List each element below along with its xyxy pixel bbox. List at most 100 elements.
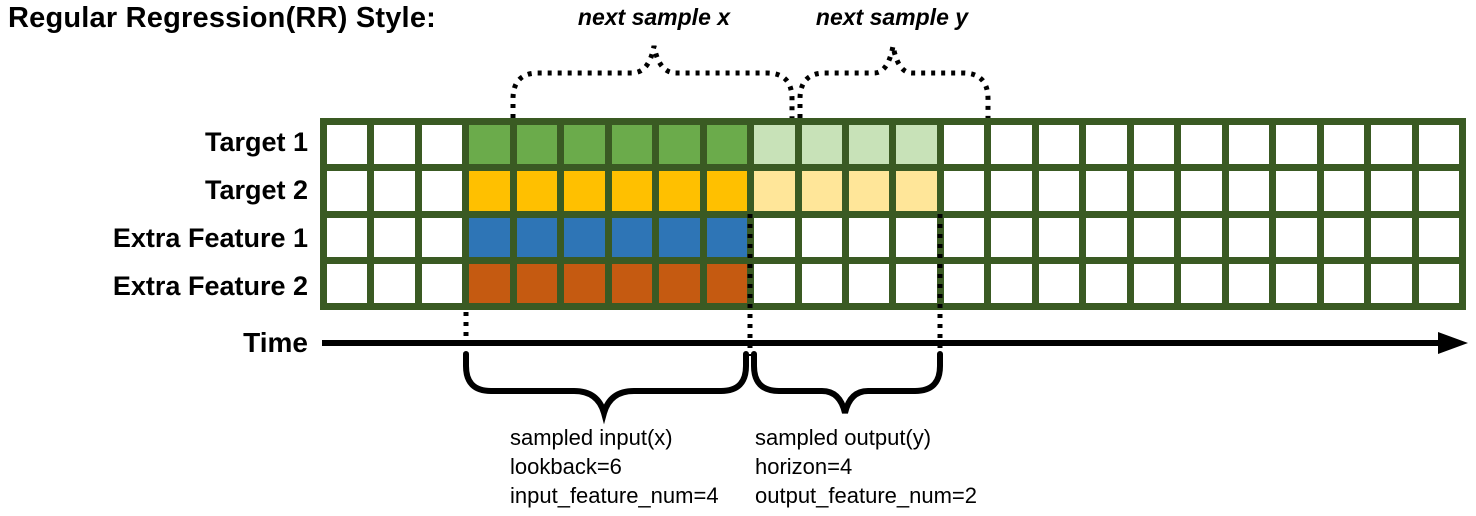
grid-cell-r0-c21-empty	[1323, 125, 1365, 165]
grid-cell-r2-c11-empty	[849, 217, 890, 257]
next-sample-x-label: next sample x	[577, 4, 731, 30]
grid-cell-r1-c0-empty	[327, 171, 368, 211]
grid-cell-r3-c17-empty	[1133, 263, 1175, 303]
grid-cell-r0-c2-empty	[421, 125, 463, 165]
row-label-target-2: Target 2	[204, 174, 308, 205]
lookback-value: lookback=6	[510, 454, 622, 479]
grid-cell-r3-c9-empty	[754, 263, 795, 303]
grid-cell-r1-c23-empty	[1418, 171, 1459, 211]
grid-cell-r1-c20-empty	[1276, 171, 1317, 211]
sampled-input-annotation: sampled input(x) lookback=6 input_featur…	[510, 423, 719, 510]
grid-cell-r3-c20-empty	[1276, 263, 1317, 303]
grid-cell-r0-c3-input	[469, 125, 510, 165]
output-feature-num-value: output_feature_num=2	[755, 483, 978, 508]
grid-cell-r3-c21-empty	[1323, 263, 1365, 303]
grid-cell-r0-c14-empty	[991, 125, 1032, 165]
grid-cell-r3-c1-empty	[374, 263, 415, 303]
grid-cell-r0-c7-input	[659, 125, 700, 165]
grid-cell-r3-c7-input	[659, 263, 700, 303]
grid-cell-r1-c5-input	[564, 171, 605, 211]
sampled-output-brace	[751, 351, 943, 414]
grid-cell-r0-c18-empty	[1181, 125, 1222, 165]
grid-cell-r3-c23-empty	[1418, 263, 1459, 303]
grid-cell-r2-c16-empty	[1086, 217, 1127, 257]
grid-cell-r2-c13-empty	[943, 217, 985, 257]
grid-cell-r2-c17-empty	[1133, 217, 1175, 257]
grid-cell-r2-c23-empty	[1418, 217, 1459, 257]
grid-cell-r1-c10-output	[801, 171, 843, 211]
grid-cell-r0-c16-empty	[1086, 125, 1127, 165]
grid-cell-r3-c10-empty	[801, 263, 843, 303]
grid-cell-r1-c15-empty	[1038, 171, 1080, 211]
grid-cell-r2-c15-empty	[1038, 217, 1080, 257]
grid-cell-r2-c9-empty	[754, 217, 795, 257]
grid-cell-r2-c2-empty	[421, 217, 463, 257]
grid-cell-r0-c9-output	[754, 125, 795, 165]
grid-cell-r3-c13-empty	[943, 263, 985, 303]
grid-cell-r0-c1-empty	[374, 125, 415, 165]
grid-cell-r2-c20-empty	[1276, 217, 1317, 257]
grid-cell-r1-c4-input	[516, 171, 558, 211]
grid-cell-r2-c18-empty	[1181, 217, 1222, 257]
horizon-value: horizon=4	[755, 454, 853, 479]
grid-cell-r2-c8-input	[706, 217, 748, 257]
grid-cell-r3-c2-empty	[421, 263, 463, 303]
grid-cell-r2-c5-input	[564, 217, 605, 257]
grid-cell-r1-c14-empty	[991, 171, 1032, 211]
grid-cell-r0-c13-empty	[943, 125, 985, 165]
grid-cell-r3-c11-empty	[849, 263, 890, 303]
grid-cell-r1-c13-empty	[943, 171, 985, 211]
grid-cell-r0-c12-output	[896, 125, 937, 165]
diagram-title: Regular Regression(RR) Style:	[8, 2, 436, 34]
grid-cell-r0-c4-input	[516, 125, 558, 165]
grid-cell-r1-c18-empty	[1181, 171, 1222, 211]
grid-cell-r0-c19-empty	[1228, 125, 1270, 165]
next-sample-y-label: next sample y	[815, 4, 969, 30]
grid-cell-r1-c1-empty	[374, 171, 415, 211]
grid-cell-r2-c1-empty	[374, 217, 415, 257]
grid-cell-r0-c10-output	[801, 125, 843, 165]
grid-cell-r1-c6-input	[611, 171, 653, 211]
time-axis-arrowhead	[1438, 332, 1468, 354]
grid-cell-r1-c12-output	[896, 171, 937, 211]
grid-cell-r2-c22-empty	[1371, 217, 1412, 257]
grid-cell-r1-c8-input	[706, 171, 748, 211]
sampled-output-annotation: sampled output(y) horizon=4 output_featu…	[755, 423, 977, 510]
grid-cell-r2-c7-input	[659, 217, 700, 257]
grid-cell-r3-c8-input	[706, 263, 748, 303]
grid-cell-r3-c0-empty	[327, 263, 368, 303]
grid-cell-r0-c8-input	[706, 125, 748, 165]
grid-cell-r0-c22-empty	[1371, 125, 1412, 165]
grid-cell-r0-c0-empty	[327, 125, 368, 165]
grid-cell-r3-c6-input	[611, 263, 653, 303]
next-sample-x-brace-dotted	[510, 45, 795, 118]
grid-cell-r1-c19-empty	[1228, 171, 1270, 211]
grid-cell-r3-c4-input	[516, 263, 558, 303]
grid-cell-r2-c14-empty	[991, 217, 1032, 257]
grid-cell-r3-c5-input	[564, 263, 605, 303]
row-label-target-1: Target 1	[204, 126, 308, 157]
grid-cell-r3-c12-empty	[896, 263, 937, 303]
grid-cell-r1-c16-empty	[1086, 171, 1127, 211]
grid-cell-r0-c20-empty	[1276, 125, 1317, 165]
input-feature-num-value: input_feature_num=4	[510, 483, 719, 508]
grid-cell-r2-c0-empty	[327, 217, 368, 257]
grid-cell-r0-c23-empty	[1418, 125, 1459, 165]
row-label-extra-feature-4: Extra Feature 2	[112, 270, 308, 301]
grid-cell-r0-c15-empty	[1038, 125, 1080, 165]
grid-cell-r1-c9-output	[754, 171, 795, 211]
grid-cell-r3-c18-empty	[1181, 263, 1222, 303]
grid-cell-r0-c6-input	[611, 125, 653, 165]
grid-cell-r2-c3-input	[469, 217, 510, 257]
sampled-output-label: sampled output(y)	[755, 425, 932, 450]
grid-cell-r3-c15-empty	[1038, 263, 1080, 303]
grid-cell-r1-c22-empty	[1371, 171, 1412, 211]
grid-cell-r2-c19-empty	[1228, 217, 1270, 257]
sampled-input-brace	[463, 351, 749, 425]
grid-cell-r2-c6-input	[611, 217, 653, 257]
grid-cell-r2-c4-input	[516, 217, 558, 257]
grid-cell-r1-c17-empty	[1133, 171, 1175, 211]
grid-cell-r0-c17-empty	[1133, 125, 1175, 165]
